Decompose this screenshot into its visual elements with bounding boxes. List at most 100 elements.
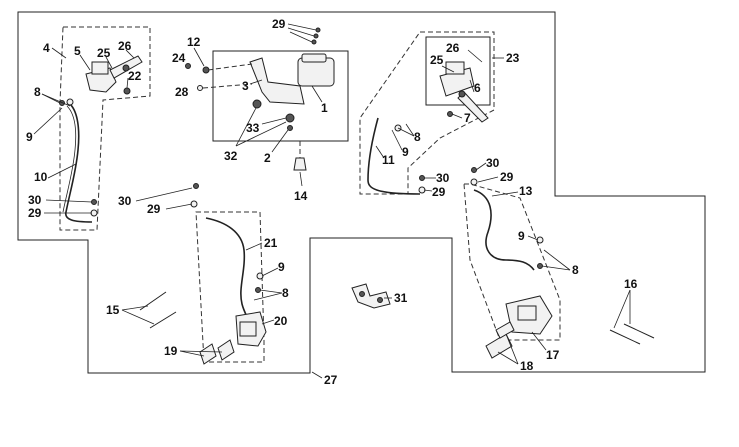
callout-15: 15 (106, 303, 120, 317)
leader-2 (271, 129, 289, 153)
rear-pin-16a (609, 329, 641, 345)
rear-brake-hose (473, 189, 535, 271)
left-lever-pivot (122, 64, 130, 72)
front-pad-19a (199, 343, 217, 365)
callout-12: 12 (187, 35, 201, 49)
callout-2: 2 (264, 151, 271, 165)
callout-9-right: 9 (402, 145, 409, 159)
main-panel-outline (17, 11, 706, 374)
leader-15-1 (121, 305, 149, 311)
leader-25a (105, 56, 113, 69)
left-banjo-washer-top (66, 98, 74, 106)
right-reservoir (445, 61, 465, 75)
leader-18-2 (505, 333, 519, 365)
leader-8d-1 (541, 265, 571, 271)
rear-caliper-piston (517, 305, 537, 321)
abs-inner-box (212, 50, 349, 142)
callout-24: 24 (172, 51, 186, 65)
leader-30c (135, 187, 193, 202)
clip-group (351, 283, 392, 309)
leader-19-1 (179, 350, 205, 357)
callout-6: 6 (474, 81, 481, 95)
leader-8b-1 (397, 127, 415, 137)
leader-20 (261, 319, 275, 325)
callout-1: 1 (321, 101, 328, 115)
callout-7: 7 (464, 111, 471, 125)
front-hose-bolt-30 (193, 183, 199, 189)
leader-15-2 (121, 309, 155, 325)
callout-30-left: 30 (28, 193, 42, 207)
callout-9-rear: 9 (518, 229, 525, 243)
leader-9b (391, 129, 403, 151)
callout-11: 11 (382, 153, 395, 167)
abs-damper-33 (285, 113, 295, 123)
front-caliper-dashed-box (195, 211, 265, 363)
callout-30-right: 30 (436, 171, 450, 185)
front-pin-15a (139, 291, 167, 311)
hose-clip-hole-1 (359, 291, 365, 297)
callout-16: 16 (624, 277, 638, 291)
front-brake-hose (205, 217, 251, 325)
rear-banjo-8 (537, 263, 543, 269)
leader-26a (125, 49, 135, 59)
callout-labels: 4 5 25 26 22 8 9 10 30 29 29 12 24 28 3 … (26, 17, 638, 387)
abs-pipe-29 (287, 23, 317, 43)
leader-17 (531, 331, 547, 351)
abs-bolt-dash (207, 63, 253, 71)
callout-29-right: 29 (432, 185, 446, 199)
front-caliper-bracket (239, 321, 257, 337)
leader-3 (249, 79, 263, 85)
leader-5 (79, 54, 91, 71)
abs-bolt-2 (287, 125, 293, 131)
abs-pipe-end-2 (313, 33, 319, 39)
leader-16-1 (613, 289, 631, 329)
callout-14: 14 (294, 189, 308, 203)
leader-4 (51, 47, 67, 59)
abs-damper-32 (252, 99, 262, 109)
callout-9-left: 9 (26, 130, 33, 144)
leader-9a (33, 107, 63, 135)
front-caliper-group (121, 183, 323, 379)
rear-caliper-dashed-box (463, 183, 561, 341)
leader-9c (261, 267, 279, 277)
abs-modulator-top (301, 53, 327, 63)
leader-8a-2 (41, 93, 71, 107)
leader-6 (469, 79, 475, 93)
abs-pipe-end-3 (311, 39, 317, 45)
callout-21: 21 (264, 236, 278, 250)
callout-29-left: 29 (28, 206, 42, 220)
callout-8-rear: 8 (572, 263, 579, 277)
right-lever-inner-box (425, 36, 491, 106)
front-pin-15b (149, 311, 177, 329)
callout-5: 5 (74, 44, 81, 58)
leader-18-1 (497, 351, 519, 365)
callout-10: 10 (34, 170, 48, 184)
left-lever-dashed-box (59, 26, 151, 231)
rear-pad-18a (485, 333, 513, 359)
right-banjo-lower (419, 175, 425, 181)
callout-19: 19 (164, 344, 178, 358)
callout-29-top: 29 (272, 17, 286, 31)
leader-30a (45, 199, 93, 203)
leader-10 (47, 163, 77, 179)
abs-bracket (249, 57, 305, 105)
leader-32-1 (235, 107, 257, 147)
leader-8c-1 (259, 289, 283, 294)
rear-caliper-group (463, 162, 655, 365)
callout-17: 17 (546, 348, 560, 362)
left-lever-group (33, 26, 151, 231)
leader-32-2 (235, 121, 287, 147)
leader-30d (475, 162, 487, 171)
callout-13: 13 (519, 184, 533, 198)
callout-4: 4 (43, 41, 50, 55)
right-screw-7 (447, 111, 453, 117)
callout-26-left: 26 (118, 39, 132, 53)
leader-29b (423, 189, 433, 192)
callout-18: 18 (520, 359, 534, 373)
callout-8-left: 8 (34, 85, 41, 99)
right-lever-pivot (458, 90, 466, 98)
callout-33: 33 (246, 121, 260, 135)
callout-8-right: 8 (414, 130, 421, 144)
callout-26-right: 26 (446, 41, 460, 55)
